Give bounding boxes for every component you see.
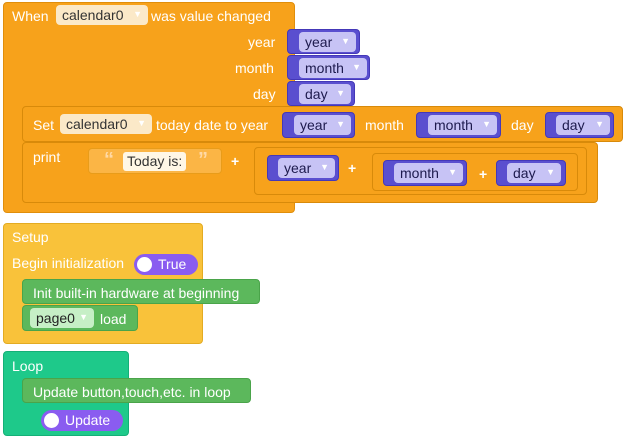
print-month-value: month bbox=[400, 165, 439, 181]
param-month-dropdown[interactable]: month ▼ bbox=[299, 58, 367, 78]
init-hardware-block[interactable] bbox=[22, 279, 260, 304]
print-day-value: day bbox=[513, 165, 536, 181]
loop-update-block[interactable] bbox=[22, 378, 251, 403]
dropdown-arrow-icon: ▼ bbox=[341, 36, 350, 46]
loop-update-label: Update button,touch,etc. in loop bbox=[33, 384, 231, 400]
set-component-value: calendar0 bbox=[66, 116, 128, 132]
dropdown-arrow-icon: ▼ bbox=[320, 162, 329, 172]
print-month-dropdown[interactable]: month ▼ bbox=[394, 163, 463, 183]
dropdown-arrow-icon: ▼ bbox=[336, 88, 345, 98]
loop-update-toggle[interactable]: Update bbox=[41, 410, 123, 431]
print-day-dropdown[interactable]: day ▼ bbox=[507, 163, 561, 183]
dropdown-arrow-icon: ▼ bbox=[595, 119, 604, 129]
set-action-label: today date to year bbox=[156, 117, 269, 133]
set-day-dropdown[interactable]: day ▼ bbox=[556, 115, 610, 135]
param-month-label: month bbox=[235, 60, 274, 76]
param-day-label: day bbox=[253, 86, 276, 102]
set-month-label: month bbox=[365, 117, 404, 133]
param-year-dropdown[interactable]: year ▼ bbox=[299, 32, 356, 52]
toggle-knob-icon bbox=[44, 413, 59, 428]
param-day-dropdown[interactable]: day ▼ bbox=[299, 84, 351, 104]
set-day-label: day bbox=[511, 117, 534, 133]
event-when-label: When bbox=[12, 8, 49, 24]
dropdown-arrow-icon: ▼ bbox=[336, 119, 345, 129]
dropdown-arrow-icon: ▼ bbox=[448, 167, 457, 177]
open-quote-icon: “ bbox=[104, 149, 114, 171]
page-load-label: load bbox=[100, 311, 127, 327]
param-year-value: year bbox=[305, 34, 333, 50]
begin-init-toggle[interactable]: True bbox=[134, 254, 198, 275]
set-year-dropdown[interactable]: year ▼ bbox=[294, 115, 351, 135]
loop-update-toggle-label: Update bbox=[65, 412, 111, 428]
dropdown-arrow-icon: ▼ bbox=[137, 118, 146, 128]
page-dropdown[interactable]: page0 ▼ bbox=[30, 308, 94, 328]
print-string-field[interactable]: Today is: bbox=[123, 152, 187, 171]
set-component-dropdown[interactable]: calendar0 ▼ bbox=[60, 114, 152, 134]
dropdown-arrow-icon: ▼ bbox=[79, 312, 88, 322]
close-quote-icon: ” bbox=[198, 149, 208, 171]
init-hardware-label: Init built-in hardware at beginning bbox=[33, 285, 240, 301]
param-month-value: month bbox=[305, 60, 344, 76]
page-dropdown-value: page0 bbox=[36, 310, 75, 326]
print-plus-3: + bbox=[479, 166, 488, 182]
set-month-dropdown[interactable]: month ▼ bbox=[428, 115, 497, 135]
setup-title: Setup bbox=[12, 229, 49, 245]
toggle-knob-icon bbox=[137, 257, 152, 272]
dropdown-arrow-icon: ▼ bbox=[546, 167, 555, 177]
print-year-value: year bbox=[284, 160, 312, 176]
set-day-value: day bbox=[562, 117, 585, 133]
set-year-value: year bbox=[300, 117, 328, 133]
print-plus-2: + bbox=[348, 160, 357, 176]
dropdown-arrow-icon: ▼ bbox=[352, 62, 361, 72]
set-label: Set bbox=[33, 117, 55, 133]
event-component-value: calendar0 bbox=[62, 7, 124, 23]
dropdown-arrow-icon: ▼ bbox=[482, 119, 491, 129]
print-plus-1: + bbox=[231, 153, 240, 169]
begin-init-toggle-label: True bbox=[158, 256, 187, 272]
begin-init-label: Begin initialization bbox=[12, 255, 125, 271]
print-string-value: Today is: bbox=[127, 153, 183, 169]
param-year-label: year bbox=[248, 34, 276, 50]
event-component-dropdown[interactable]: calendar0 ▼ bbox=[56, 5, 148, 25]
loop-title: Loop bbox=[12, 358, 44, 374]
param-day-value: day bbox=[305, 86, 328, 102]
event-changed-label: was value changed bbox=[151, 8, 271, 24]
print-year-dropdown[interactable]: year ▼ bbox=[278, 158, 335, 178]
dropdown-arrow-icon: ▼ bbox=[133, 9, 142, 19]
set-month-value: month bbox=[434, 117, 473, 133]
print-label: print bbox=[33, 149, 61, 165]
